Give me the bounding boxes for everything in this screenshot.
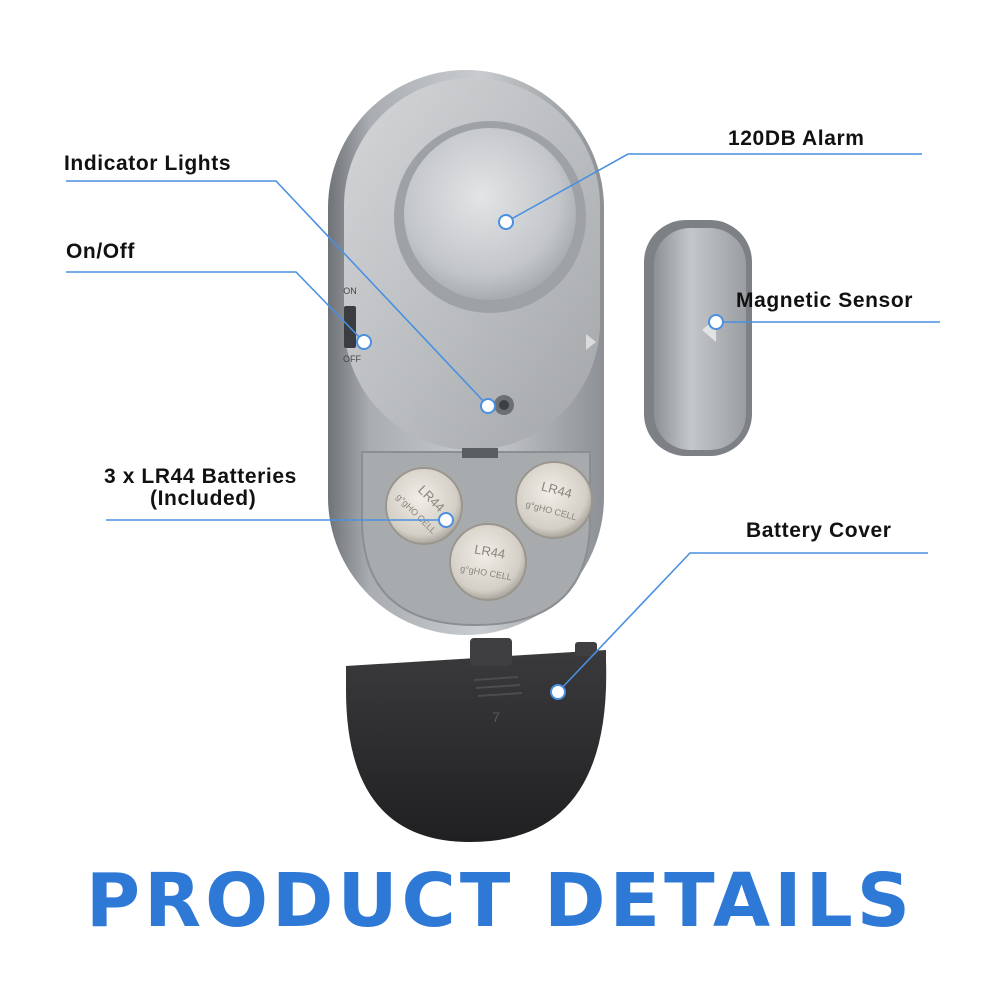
callout-magnetic-sensor: Magnetic Sensor [736,289,914,312]
switch-off-label: OFF [343,354,361,364]
callout-on-off: On/Off [66,240,135,263]
leader-onoff [66,271,365,343]
leader-alarm [505,153,922,223]
alarm-button [404,128,576,300]
callout-batteries-line1: 3 x LR44 Batteries [104,465,297,488]
cover-mark: 7 [492,709,500,725]
leader-cover [557,552,928,693]
battery-coin: LR44 ɡ°ɡHO CELL [449,523,527,601]
battery-label: LR44 [473,542,506,562]
leader-indicator [66,180,489,407]
switch-on-label: ON [343,286,357,296]
dot-batteries [438,512,454,528]
dot-indicator [480,398,496,414]
battery-coin: LR44 ɡ°ɡHO CELL [385,467,463,545]
callout-dots [356,214,724,700]
callout-indicator-lights: Indicator Lights [64,152,232,175]
callout-battery-cover: Battery Cover [746,519,892,542]
callout-alarm: 120DB Alarm [728,127,865,150]
dot-cover [550,684,566,700]
dot-alarm [498,214,514,230]
battery-coin: LR44 ɡ°ɡHO CELL [515,461,593,539]
battery-cover: 7 [346,638,607,842]
magnetic-sensor [644,220,752,456]
alignment-arrow [586,334,596,350]
page-title: PRODUCT DETAILS [85,858,915,944]
dot-sensor [708,314,724,330]
dot-onoff [356,334,372,350]
callout-batteries-line2: (Included) [150,487,257,510]
indicator-light-center [499,400,509,410]
compartment-slot [462,448,498,458]
leader-lines [66,153,940,693]
